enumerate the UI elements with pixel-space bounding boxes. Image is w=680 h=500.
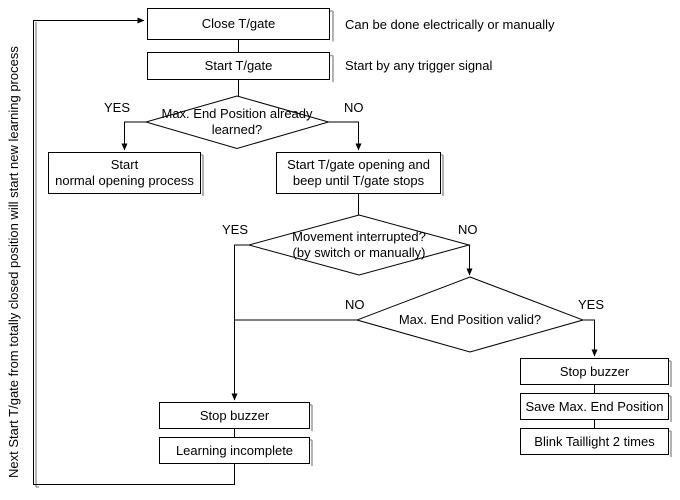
note-loop-learning: Next Start T/gate from totally closed po… [6, 46, 21, 478]
diamond-max-end-position-valid [355, 276, 585, 353]
edge-interrupted-no [466, 244, 473, 276]
box-stop-buzzer-right [520, 358, 669, 385]
edge-label-valid-yes: YES [578, 297, 605, 312]
edge-label-valid-no: NO [345, 297, 365, 312]
edge-label-interrupted-no: NO [458, 222, 478, 237]
edge-valid-yes [583, 319, 598, 357]
box-save-max-end-position [520, 393, 669, 420]
connectors [33, 17, 598, 485]
decision-diamonds [144, 95, 585, 353]
box-start-normal-opening [48, 152, 201, 194]
box-learning-incomplete [159, 437, 310, 464]
process-boxes [48, 8, 669, 464]
edge-feedback-loop [33, 17, 235, 485]
note-start-tgate: Start by any trigger signal [345, 58, 493, 73]
box-start-tgate [147, 52, 330, 80]
note-close-tgate: Can be done electrically or manually [345, 17, 555, 32]
edge-label-interrupted-yes: YES [222, 222, 249, 237]
box-blink-taillight [520, 428, 669, 455]
diamond-movement-interrupted [247, 214, 471, 276]
edge-learned-no [328, 121, 362, 151]
box-close-tgate [147, 8, 330, 40]
edge-learned-yes [121, 121, 146, 151]
edge-label-learned-no: NO [344, 100, 364, 115]
box-stop-buzzer-left [159, 402, 310, 429]
diamond-max-end-position-learned [144, 95, 331, 150]
edge-interrupted-yes [231, 244, 249, 401]
box-start-opening-beep [276, 152, 441, 194]
edge-label-learned-yes: YES [104, 100, 131, 115]
